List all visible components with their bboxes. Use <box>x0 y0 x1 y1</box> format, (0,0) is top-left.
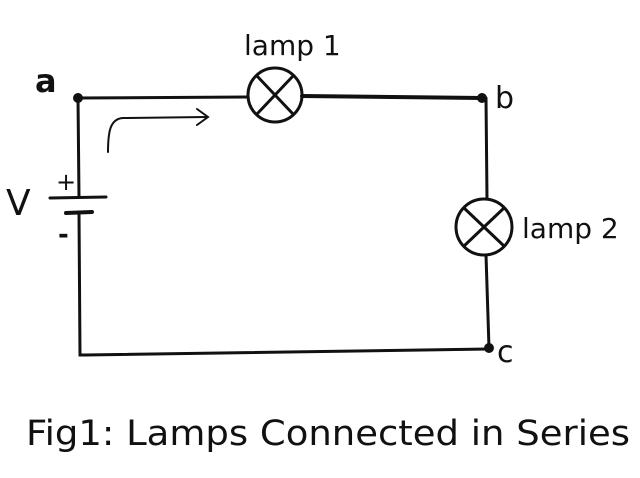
lamp-1-icon <box>246 66 304 124</box>
wire-c-bottom-left <box>83 347 491 357</box>
node-b-dot <box>477 93 487 103</box>
node-c-dot <box>484 343 494 353</box>
lamp-1-label: lamp 1 <box>244 29 341 62</box>
node-a-label: a <box>35 62 57 100</box>
wire-left-upper <box>76 96 81 199</box>
wire-lamp2-c <box>484 253 491 350</box>
node-b-label: b <box>495 81 514 116</box>
current-direction-arrow-icon <box>107 108 210 153</box>
wire-left-lower <box>77 211 90 357</box>
battery-plus-label: + <box>56 168 76 196</box>
wire-a-lamp1 <box>76 95 250 100</box>
node-c-label: c <box>497 335 514 370</box>
battery-voltage-label: V <box>6 183 31 224</box>
battery-icon <box>48 195 108 215</box>
node-a-dot <box>73 93 83 103</box>
battery-minus-label: - <box>58 220 69 250</box>
wire-b-lamp2 <box>484 96 489 201</box>
lamp-2-icon <box>454 197 514 257</box>
wire-lamp1-b <box>300 94 484 100</box>
lamp-2-label: lamp 2 <box>522 212 619 245</box>
figure-caption: Fig1: Lamps Connected in Series <box>26 414 630 454</box>
